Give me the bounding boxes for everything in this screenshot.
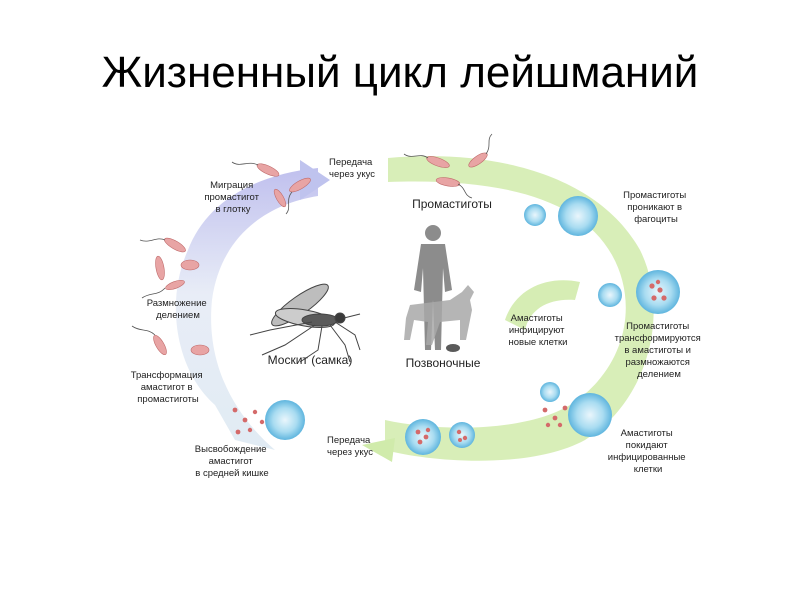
rodent-silhouette [446,344,460,352]
promastigotes-label: Промастиготы [412,197,492,211]
stage-release: Высвобождение амастигот в средней кишке [195,444,269,479]
cell [568,393,612,437]
cell [265,400,305,440]
stage-penetrate: Промастиготы проникают в фагоциты [623,190,689,225]
stage-transfer-top: Передача через укус [329,157,375,180]
vertebrate-host-label: Позвоночные [406,356,481,370]
sand-fly-illustration [250,278,360,362]
cell [558,196,598,236]
vector-host-label: Москит (самка) [268,353,353,367]
cell [524,204,546,226]
stage-transfer-bottom: Передача через укус [327,435,373,458]
cell [598,283,622,307]
cell [405,419,441,455]
cell [449,422,475,448]
stage-infect-new: Амастиготы инфицируют новые клетки [509,313,568,348]
cell [540,382,560,402]
stage-transformation: Трансформация амастигот в промастиготы [131,370,206,405]
cell [636,270,680,314]
stage-leave-cells: Амастиготы покидают инфицированные клетк… [608,428,688,475]
